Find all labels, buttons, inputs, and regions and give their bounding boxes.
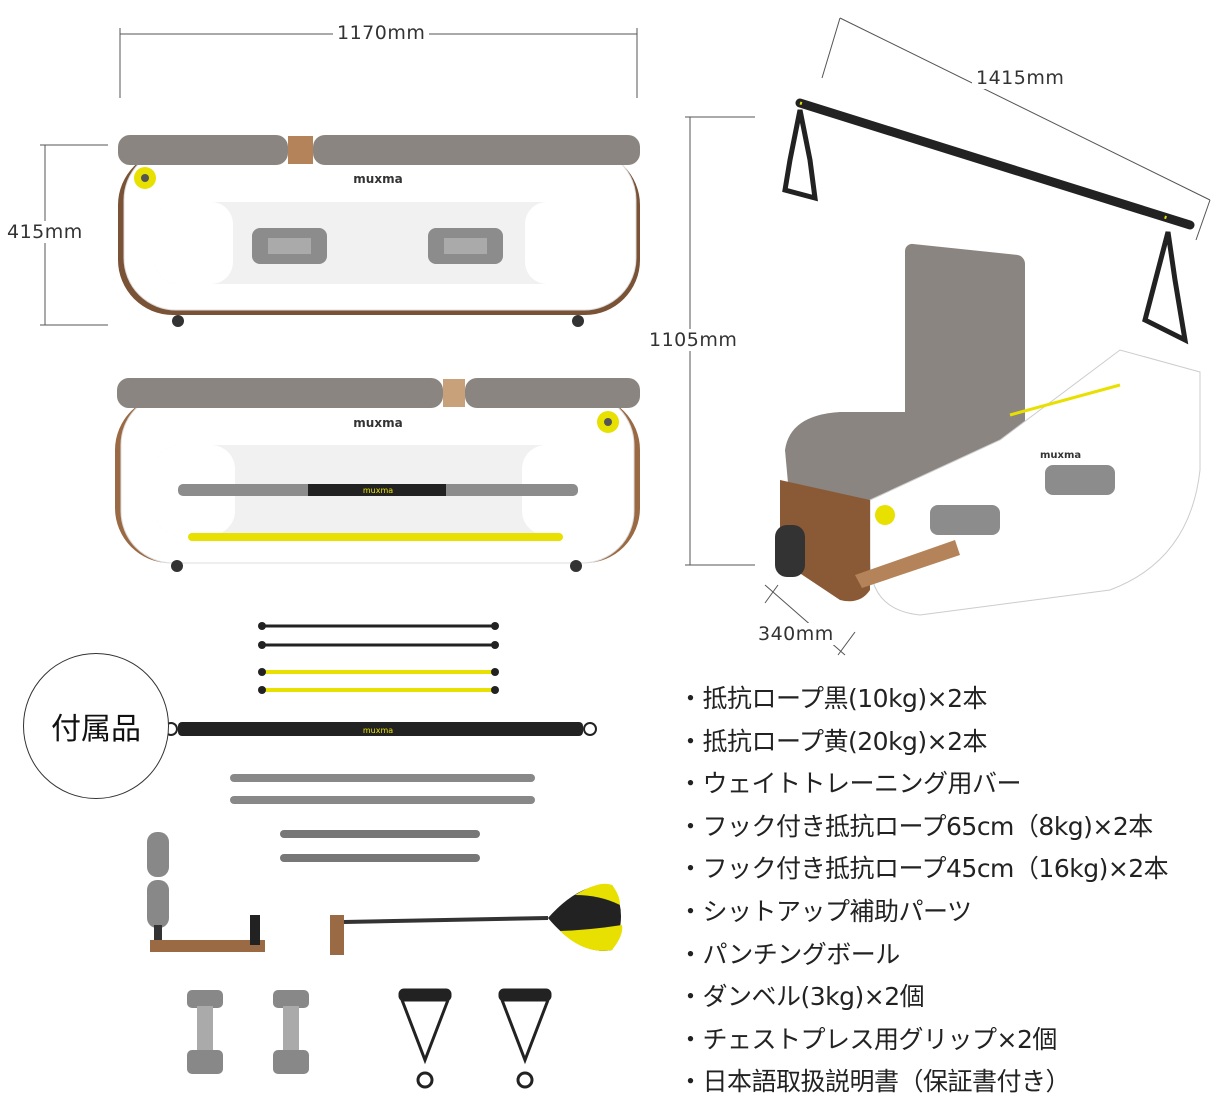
chest-press-grips (398, 988, 552, 1089)
resistance-rope-black (258, 622, 499, 649)
list-item: ・ウェイトトレーニング用バー (678, 769, 1022, 799)
situp-assist-part (147, 832, 265, 952)
bar-logo: muxma (363, 486, 393, 495)
list-item: ・パンチングボール (678, 939, 900, 969)
length-dimension-label: 1415mm (972, 67, 1069, 89)
dumbbells (187, 990, 309, 1074)
list-item: ・シットアップ補助パーツ (678, 896, 972, 926)
list-item: ・ダンベル(3kg)×2個 (678, 982, 925, 1012)
accessory-illustrations: muxma (147, 622, 623, 1089)
depth-dimension-label: 340mm (754, 623, 838, 645)
brand-logo-2: muxma (353, 416, 402, 430)
bench-perspective-view: muxma (775, 98, 1201, 616)
list-item: ・日本語取扱説明書（保証書付き） (678, 1067, 1071, 1097)
height-dimension-label: 415mm (3, 221, 87, 243)
brand-logo-3: muxma (1040, 450, 1081, 461)
accessories-title-badge: 付属品 (23, 653, 169, 799)
list-item: ・フック付き抵抗ロープ45cm（16kg)×2本 (678, 854, 1169, 884)
bar-logo-2: muxma (363, 726, 393, 735)
list-item: ・抵抗ロープ黄(20kg)×2本 (678, 726, 988, 756)
list-item: ・フック付き抵抗ロープ65cm（8kg)×2本 (678, 811, 1153, 841)
bench-front-view-bar: muxma muxma (115, 378, 640, 572)
hook-rope-45 (280, 830, 480, 862)
list-item: ・抵抗ロープ黒(10kg)×2本 (678, 684, 988, 713)
accessories-list: ・抵抗ロープ黒(10kg)×2本 ・抵抗ロープ黄(20kg)×2本 ・ウェイトト… (678, 678, 1169, 1104)
brand-logo: muxma (353, 172, 402, 186)
accessories-title: 付属品 (51, 712, 141, 747)
resistance-rope-yellow (258, 668, 499, 694)
width-dimension-label: 1170mm (333, 22, 430, 44)
training-bar: muxma (164, 722, 597, 736)
punching-ball (330, 883, 623, 955)
upright-height-dimension-label: 1105mm (645, 329, 742, 351)
hook-rope-65 (230, 774, 535, 804)
list-item: ・チェストプレス用グリップ×2個 (678, 1024, 1057, 1054)
bench-front-view-dumbbells: muxma (118, 135, 640, 327)
